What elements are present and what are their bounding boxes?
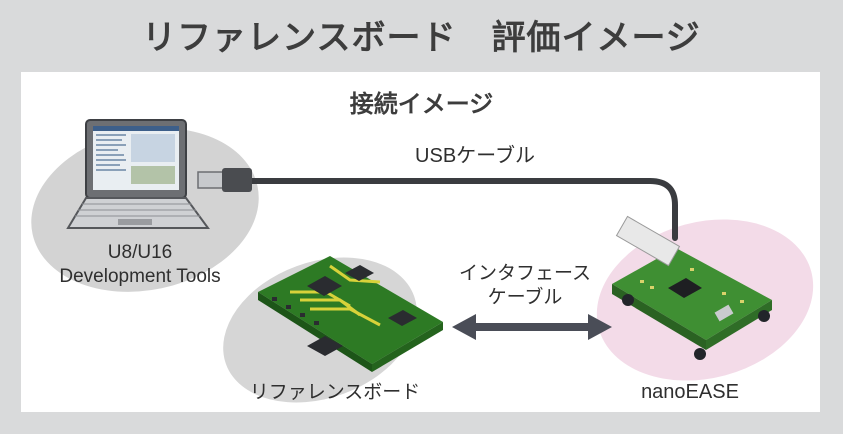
page-title: リファレンスボード 評価イメージ (142, 18, 701, 58)
reference-board-icon (258, 256, 443, 372)
usb-cable (197, 168, 678, 241)
usb-cable-label: USBケーブル (415, 145, 535, 167)
dev-tools-label-line1: U8/U16 (107, 242, 173, 263)
interface-cable-label-line2: ケーブル (487, 287, 563, 308)
section-subtitle: 接続イメージ (349, 90, 494, 118)
nanoease-label: nanoEASE (641, 381, 739, 403)
reference-board-label: リファレンスボード (249, 382, 421, 403)
interface-cable-arrow (452, 314, 612, 340)
interface-cable-label-line1: インタフェース (458, 263, 592, 284)
nanoease-icon (612, 215, 772, 360)
dev-tools-label-line2: Development Tools (59, 266, 221, 287)
laptop-icon (66, 119, 210, 229)
